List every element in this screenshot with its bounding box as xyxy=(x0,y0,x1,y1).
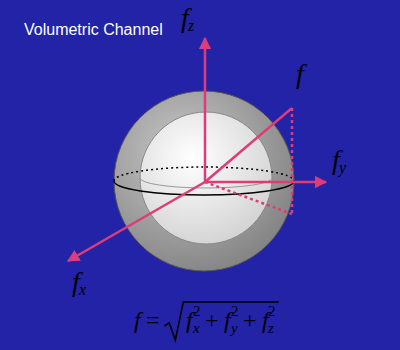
formula-subscript: y xyxy=(231,321,238,336)
projection-line xyxy=(205,182,292,214)
y-axis xyxy=(205,181,326,184)
axis-subscript: y xyxy=(339,160,346,176)
axis-label: f xyxy=(181,4,189,32)
formula-exponent: 2 xyxy=(193,304,201,319)
formula-operator: = xyxy=(146,308,160,332)
formula-exponent: 2 xyxy=(231,304,239,319)
formula-symbol: f xyxy=(262,308,269,332)
formula-operator: + xyxy=(243,308,257,332)
x-axis xyxy=(68,182,205,261)
projection-line xyxy=(291,108,294,214)
axis-label: f xyxy=(332,146,340,174)
axis-subscript: z xyxy=(188,18,194,34)
formula-subscript: z xyxy=(268,321,274,336)
square-root-sign xyxy=(164,302,279,340)
formula-operator: + xyxy=(205,308,219,332)
channel-label: Volumetric Channel xyxy=(24,22,163,38)
axis-label: f xyxy=(72,268,80,296)
formula-symbol: f xyxy=(186,308,193,332)
f-vector xyxy=(205,108,292,182)
axis-subscript: x xyxy=(79,282,86,298)
formula-subscript: x xyxy=(193,321,200,336)
formula-exponent: 2 xyxy=(268,304,276,319)
formula-symbol: f xyxy=(134,308,141,332)
z-axis xyxy=(204,38,207,182)
formula-symbol: f xyxy=(224,308,231,332)
vector-label: f xyxy=(296,60,304,88)
